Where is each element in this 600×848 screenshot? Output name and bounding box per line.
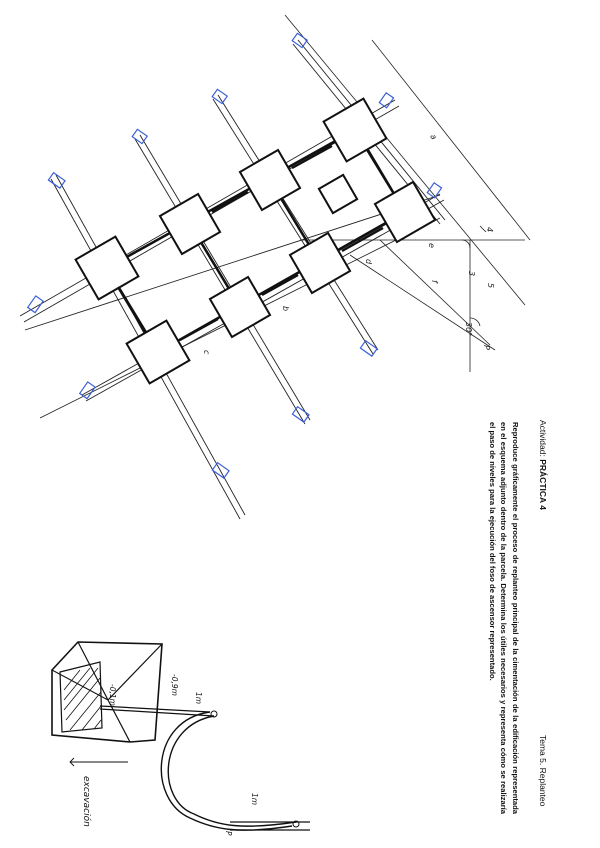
footing-e bbox=[373, 180, 437, 244]
pit-label-d1: -0,9m bbox=[170, 674, 179, 696]
label-3: 3 bbox=[467, 271, 476, 276]
stake-2 bbox=[211, 88, 229, 105]
stake-4 bbox=[47, 171, 66, 189]
stake-10 bbox=[426, 181, 443, 199]
stake-11 bbox=[378, 91, 395, 109]
foundation-beams bbox=[116, 144, 395, 342]
plan-labels: a b c d e f 3 4 5 30° P bbox=[202, 133, 495, 356]
hatching bbox=[59, 661, 103, 733]
pit-label-excavation: excavación bbox=[81, 776, 92, 827]
footing-f bbox=[288, 231, 352, 295]
stake-5 bbox=[26, 295, 44, 314]
pit-label-h2: 1m bbox=[250, 793, 259, 805]
stake-6 bbox=[78, 381, 96, 400]
footing-d bbox=[322, 97, 388, 163]
activity-label: Actividad: bbox=[538, 420, 548, 457]
label-5: 5 bbox=[486, 283, 495, 288]
label-b: b bbox=[281, 306, 290, 311]
footings bbox=[74, 97, 437, 385]
exercise-statement: Reproduce gráficamente el proceso de rep… bbox=[487, 422, 520, 814]
label-p: P bbox=[482, 345, 491, 350]
pit-labels: -0,9m -0,1m 1m 1m P excavación bbox=[81, 674, 259, 836]
label-f: f bbox=[430, 280, 439, 284]
stake-3 bbox=[131, 128, 149, 145]
pit-label-h1: 1m bbox=[194, 692, 203, 704]
stake-7 bbox=[211, 461, 230, 479]
pit-sketch bbox=[51, 641, 310, 831]
pit-label-p: P bbox=[224, 831, 233, 836]
site-boundary-lines bbox=[39, 14, 531, 419]
label-e: e bbox=[427, 243, 436, 248]
stakes bbox=[26, 32, 443, 479]
label-c: c bbox=[202, 350, 211, 355]
label-a: a bbox=[428, 133, 438, 142]
footing-c bbox=[238, 148, 302, 212]
topic-title: Tema 5. Replanteo bbox=[538, 735, 548, 807]
footing-a bbox=[74, 235, 140, 301]
stake-9 bbox=[359, 339, 378, 357]
string-lines-sw-ne bbox=[19, 99, 445, 402]
stake-8 bbox=[291, 405, 310, 423]
angle-marks bbox=[461, 225, 487, 327]
footing-h bbox=[125, 319, 191, 385]
label-d: d bbox=[364, 259, 373, 265]
pit-label-d2: -0,1m bbox=[108, 684, 117, 706]
footing-b bbox=[158, 192, 222, 256]
label-angle: 30° bbox=[464, 322, 473, 336]
stake-1 bbox=[291, 32, 309, 49]
label-4: 4 bbox=[485, 227, 494, 232]
elevator-pit bbox=[317, 173, 359, 215]
footing-g bbox=[208, 275, 272, 339]
activity-title: PRÁCTICA 4 bbox=[538, 459, 548, 510]
